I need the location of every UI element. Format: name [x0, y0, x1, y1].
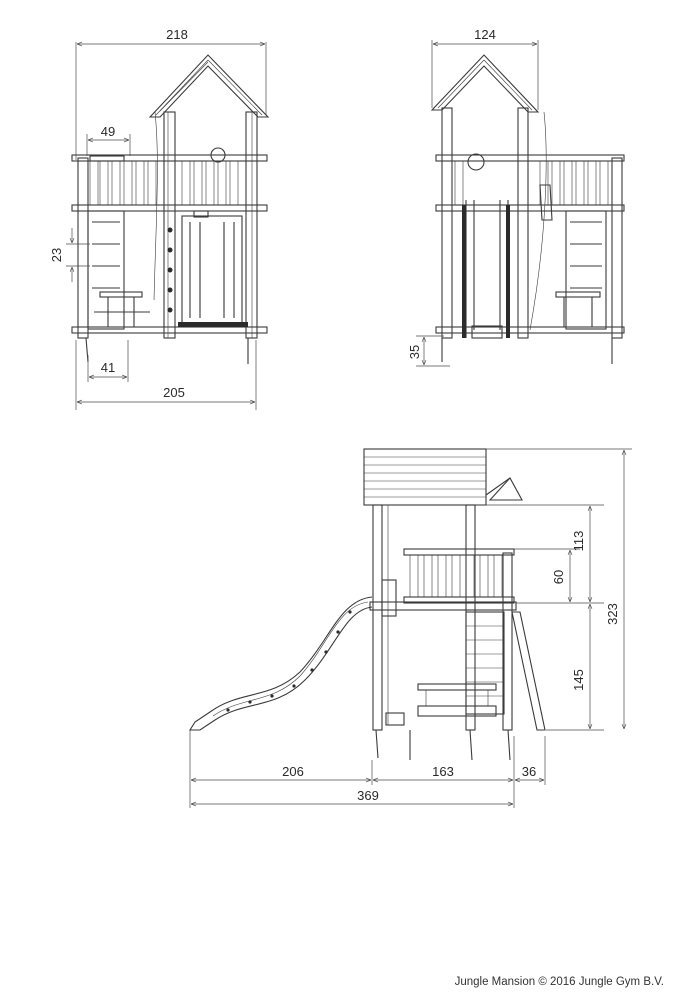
dim-front-rung-spacing: 23	[49, 248, 64, 262]
dim-side-total-height: 323	[605, 603, 620, 625]
side-picnic-table	[417, 683, 497, 717]
back-picnic-table	[555, 291, 601, 327]
dim-side-railing-height: 60	[551, 570, 566, 584]
back-railing	[454, 160, 609, 206]
back-roof	[430, 54, 540, 113]
back-slide	[462, 200, 510, 339]
dim-back-ground-height: 35	[407, 345, 422, 359]
front-railing-left	[89, 160, 157, 206]
side-flag	[485, 477, 523, 501]
front-ladder	[87, 155, 125, 330]
side-view: 206 163 36 369 113 60 145 323	[189, 448, 632, 808]
front-picnic-table	[94, 291, 150, 327]
front-view: 218 49 23 41 205	[49, 27, 270, 410]
dim-side-deck-height: 145	[571, 669, 586, 691]
front-roof	[148, 54, 270, 118]
front-climbing-holds	[167, 227, 173, 313]
front-railing-right	[181, 160, 239, 206]
copyright-footer: Jungle Mansion © 2016 Jungle Gym B.V.	[454, 976, 664, 988]
dim-side-roof-to-deck: 113	[571, 531, 586, 552]
side-ladder-panel	[465, 611, 505, 715]
dim-side-ladder-offset: 36	[522, 764, 536, 779]
dim-front-top-width: 218	[166, 27, 188, 42]
dim-side-slide-length: 206	[282, 764, 304, 779]
dim-front-ladder-base: 41	[101, 360, 115, 375]
dim-side-total-length: 369	[357, 788, 379, 803]
dim-front-bottom-width: 205	[163, 385, 185, 400]
dim-side-tower-depth: 163	[432, 764, 454, 779]
dim-back-top-width: 124	[474, 27, 496, 42]
front-slide	[178, 210, 248, 327]
side-roof	[363, 448, 487, 506]
side-slide	[189, 596, 373, 731]
back-view: 124 35	[407, 27, 625, 367]
dim-front-ladder-width: 49	[101, 124, 115, 139]
back-ladder	[565, 210, 607, 330]
side-railing	[403, 548, 515, 604]
